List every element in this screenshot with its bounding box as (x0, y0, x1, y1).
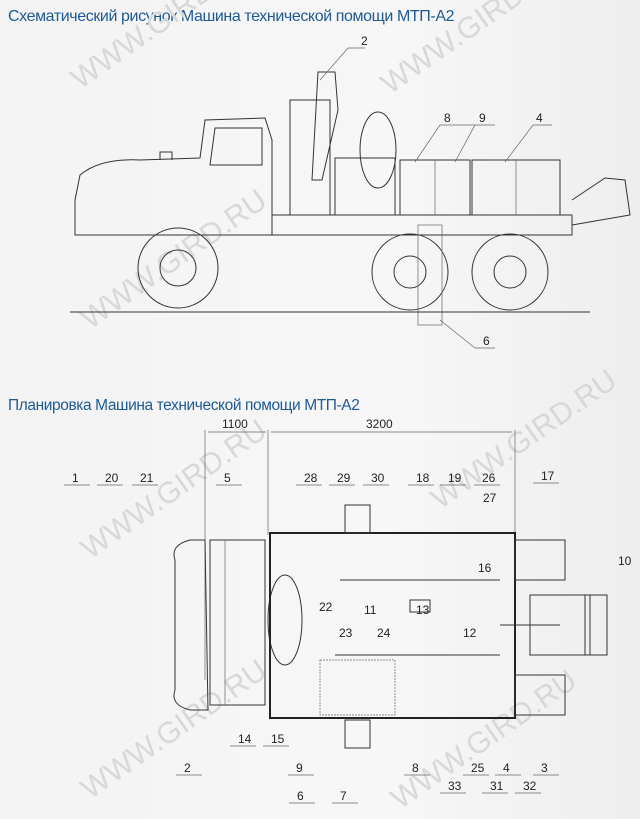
callout-label: 33 (448, 779, 462, 793)
watermark: WWW.GIRD.RU (425, 363, 623, 515)
watermark: WWW.GIRD.RU (75, 183, 273, 335)
callout-label: 22 (319, 600, 333, 614)
watermark: WWW.GIRD.RU (75, 653, 273, 805)
callout-label: 8 (444, 111, 451, 125)
callout-label: 30 (371, 471, 385, 485)
callout-label: 15 (271, 732, 285, 746)
callout-label: 5 (224, 471, 231, 485)
callout-label: 32 (523, 779, 537, 793)
callout-label: 20 (105, 471, 119, 485)
callout-label: 25 (471, 761, 485, 775)
watermark: WWW.GIRD.RU (75, 413, 273, 565)
callout-label: 1 (72, 471, 79, 485)
callout-label: 3 (541, 761, 548, 775)
dimension-3200: 3200 (366, 417, 393, 431)
callout-label: 16 (478, 561, 492, 575)
callout-label: 9 (296, 761, 303, 775)
callout-label: 14 (238, 732, 252, 746)
callout-label: 2 (361, 34, 368, 48)
callout-label: 28 (304, 471, 318, 485)
callout-label: 10 (618, 554, 632, 568)
callout-label: 23 (339, 626, 353, 640)
callout-label: 6 (297, 789, 304, 803)
truck-plan-view: 1100 3200 (173, 417, 608, 749)
plan-view-title: Планировка Машина технической помощи МТП… (8, 397, 360, 414)
callout-label: 4 (536, 111, 543, 125)
callout-label: 2 (184, 761, 191, 775)
callout-label: 31 (490, 779, 504, 793)
callout-label: 11 (364, 603, 377, 617)
callout-label: 12 (463, 626, 477, 640)
callout-label: 24 (377, 626, 391, 640)
callout-label: 26 (482, 471, 496, 485)
callout-label: 17 (541, 469, 555, 483)
callout-label: 8 (412, 761, 419, 775)
watermark: WWW.GIRD.RU (65, 0, 263, 96)
side-view-title: Схематический рисунок Машина технической… (8, 8, 455, 25)
callout-label: 13 (416, 603, 430, 617)
callout-label: 18 (416, 471, 430, 485)
callout-label: 29 (337, 471, 351, 485)
watermark: WWW.GIRD.RU (375, 0, 573, 101)
dimension-1100: 1100 (222, 417, 248, 431)
callout-label: 6 (483, 334, 490, 348)
callout-label: 19 (448, 471, 462, 485)
truck-side-view (70, 47, 631, 349)
callout-label: 4 (503, 761, 510, 775)
callout-label: 9 (479, 111, 486, 125)
callout-label: 21 (140, 471, 154, 485)
callout-label: 27 (483, 491, 497, 505)
callout-label: 7 (340, 789, 347, 803)
